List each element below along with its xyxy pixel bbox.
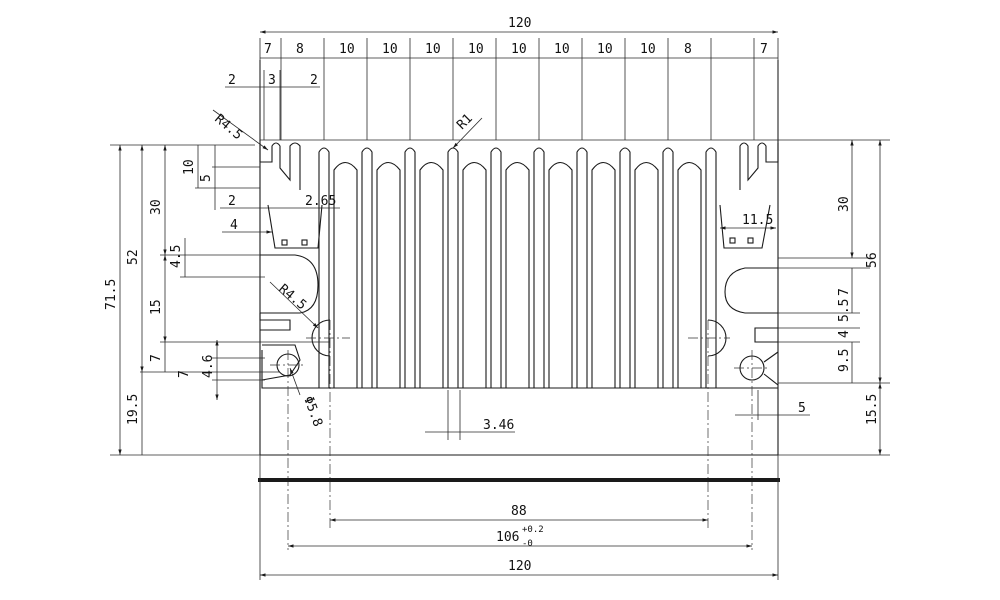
dim-3-46: 3.46 [483,418,514,433]
fin-slot [419,161,444,388]
dim-52: 52 [126,249,141,265]
dim-top-width: 8 [684,42,692,57]
dim-top-width: 10 [382,42,398,57]
fin-array [318,147,717,388]
dim-2-65: 2.65 [305,194,336,209]
dim-10: 10 [182,159,197,175]
dim-5-right: 5 [798,401,806,416]
dim-top-width: 7 [760,42,768,57]
dim-4-6: 4.6 [201,355,216,378]
fin [447,147,459,388]
top-dimensions: 120 7 8 10 10 10 10 10 10 10 10 8 7 2 3 2 R4.5 R1 [211,16,779,151]
fin [361,147,373,388]
dim-5-left: 5 [199,174,214,182]
fin [404,147,416,388]
dim-top-width: 7 [264,42,272,57]
dim-106-tol-lower: -0 [522,539,533,549]
dim-2c: 2 [228,194,236,209]
dim-top-width: 10 [640,42,656,57]
dim-2a: 2 [228,73,236,88]
dim-71-5: 71.5 [104,279,119,310]
fin-slot [634,161,659,388]
dim-7-left: 7 [149,354,164,362]
dim-7-small: 7 [177,370,192,378]
fin-slot [548,161,573,388]
profile-outline [259,60,779,456]
dim-4-5: 4.5 [169,245,184,268]
dim-106-tol-upper: +0.2 [522,525,544,535]
dim-30-left: 30 [149,199,164,215]
dim-4: 4 [230,218,238,233]
dim-9-5: 9.5 [837,349,852,372]
dim-4-right: 4 [837,330,852,338]
dim-r4-5-top: R4.5 [211,112,245,144]
dim-7-right: 7 [837,288,852,296]
fin [576,147,588,388]
right-wall [707,142,779,389]
dim-top-width: 10 [511,42,527,57]
bottom-dimensions: 88 106 +0.2 -0 120 [259,455,779,580]
dim-30-right: 30 [837,196,852,212]
dim-r4-5-mid: R4.5 [275,282,309,314]
dim-3: 3 [268,73,276,88]
dim-top-width: 8 [296,42,304,57]
fin-slot [591,161,616,388]
fin [705,147,717,388]
fin-gap-dimension: 3.46 [425,390,515,440]
fin [662,147,674,388]
fin-slot [462,161,487,388]
dim-56: 56 [865,252,880,268]
left-wall [259,142,331,389]
fin [490,147,502,388]
fin [318,147,330,388]
centerlines [270,320,770,550]
dim-15-5: 15.5 [865,394,880,425]
fin [619,147,631,388]
dim-top-width: 10 [554,42,570,57]
dim-overall-top: 120 [508,16,531,31]
dim-2b: 2 [310,73,318,88]
fin-slot [505,161,530,388]
dim-19-5: 19.5 [126,394,141,425]
dim-5-5: 5.5 [837,299,852,322]
fin-slot [677,161,702,388]
dim-r1: R1 [454,111,476,133]
fin-slot [376,161,401,388]
dim-106: 106 [496,530,519,545]
fin [533,147,545,388]
right-dimensions: 56 15.5 30 7 5.5 4 9.5 11.5 5 [720,139,890,456]
dim-overall-bottom: 120 [508,559,531,574]
left-dimensions: 71.5 52 19.5 30 15 7 4.5 10 5 2 2.65 4 [104,144,340,456]
dim-top-width: 10 [339,42,355,57]
dim-top-width: 10 [425,42,441,57]
dim-top-width: 10 [597,42,613,57]
fin-slot [333,161,358,388]
dim-11-5: 11.5 [742,213,773,228]
dim-top-width: 10 [468,42,484,57]
dim-15: 15 [149,299,164,315]
dim-88: 88 [511,504,527,519]
dim-phi-5-8: Φ5.8 [300,394,325,429]
